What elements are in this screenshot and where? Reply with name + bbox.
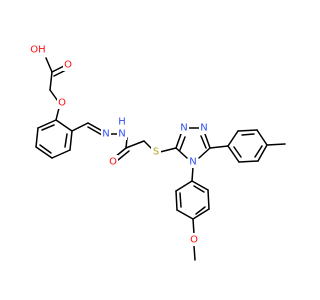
bond-ring2-c: [176, 209, 194, 220]
bond-triazole-c3-n2-1: [175, 133, 182, 149]
atom-o-amide: O: [108, 155, 118, 168]
bond-acid-c-ch2: [49, 71, 53, 91]
bonds: [35, 57, 286, 261]
bond-ring2-inner-1: [179, 192, 182, 208]
bond-ring2-o: [192, 218, 195, 235]
bond-oh-c: [45, 57, 53, 73]
bond-triazole-n1-c5-1: [204, 133, 211, 149]
bond-carbonyl-c-ch2: [125, 140, 145, 149]
atom-label-n-triazole-2: N: [200, 123, 207, 134]
atom-label-s: S: [153, 147, 159, 158]
atom-n-hydrazide: N H: [117, 116, 127, 140]
bond-ring1-inner-1: [64, 133, 68, 148]
bond-ring3-a: [227, 130, 239, 147]
bond-ring1-f: [37, 119, 57, 129]
atom-label-n-triazole-4: N: [189, 157, 196, 168]
atom-n-triazole-2: N: [199, 121, 209, 134]
bond-ring3-f: [227, 145, 240, 163]
bond-ring1-b: [69, 130, 73, 151]
chemical-structure-diagram: OH O O N N H O S N: [29, 43, 286, 261]
bond-ring3-b: [237, 129, 258, 132]
atom-label-n-triazole-1: N: [180, 123, 187, 134]
bond-ring1-a: [55, 119, 73, 132]
atom-n-triazole-4: N: [188, 155, 198, 168]
atom-n-triazole-1: N: [179, 121, 189, 134]
bond-triazole-tolyl: [209, 145, 229, 149]
atom-label-o-carbonyl-acid: O: [64, 60, 72, 71]
bond-triazole-n1-c5-2: [200, 135, 207, 149]
bond-ring2-b: [175, 190, 178, 211]
atom-label-o-amide: O: [109, 157, 117, 168]
atom-o-ether-aryl: O: [57, 96, 67, 109]
bond-triazole-c5-n4: [198, 147, 211, 159]
bond-ring3-d: [257, 144, 268, 162]
bond-ring1-c: [51, 149, 71, 159]
bond-ring2-e: [207, 189, 210, 210]
atom-o-methoxy: O: [189, 233, 199, 246]
bond-o-methyl: [193, 245, 196, 261]
bond-ring3-inner-1: [241, 133, 255, 136]
bond-ring2-d: [192, 208, 210, 220]
bond-ring2-inner-3: [193, 185, 205, 193]
atom-label-o-methoxy: O: [190, 235, 198, 246]
bond-ring3-inner-2: [254, 145, 263, 158]
atom-label-n-hydrazide: N: [118, 129, 125, 140]
bond-tolyl-methyl: [266, 143, 286, 146]
bond-triazole-anisyl: [191, 166, 194, 182]
bond-ring3-inner-3: [233, 146, 242, 158]
atom-o-hydroxyl: OH: [29, 43, 47, 56]
atom-n-imine: N: [101, 127, 111, 140]
atom-label-o-ether: O: [58, 98, 66, 109]
bond-ring2-inner-2: [195, 206, 206, 215]
bond-s-triazole: [159, 147, 177, 153]
atom-label-n-imine: N: [102, 129, 109, 140]
bond-ring1-inner-2: [39, 144, 52, 154]
bond-ring3-c: [256, 129, 268, 146]
atom-s-thioether: S: [151, 145, 161, 158]
bond-ring1-d: [35, 146, 53, 159]
atom-labels: OH O O N N H O S N: [29, 43, 209, 246]
bond-ring3-e: [238, 160, 259, 163]
bond-acid-c-carbonyl-o-1: [51, 65, 65, 73]
atom-o-carbonyl-acid: O: [63, 58, 73, 71]
bond-ring1-inner-3: [41, 124, 55, 131]
bond-triazole-n4-c3: [175, 147, 188, 159]
bond-ch-n-imine-2: [87, 126, 103, 136]
bond-triazole-c3-n2-2: [179, 136, 186, 151]
bond-carbonyl-c-o-2: [117, 150, 130, 161]
atom-label-h-hydrazide: H: [118, 117, 126, 128]
bond-ring1-e: [35, 127, 39, 148]
bond-ring2-f: [191, 180, 209, 191]
bond-ring-ch: [71, 122, 89, 132]
atom-label-oh: OH: [30, 45, 45, 56]
bond-ring2-a: [175, 180, 193, 192]
